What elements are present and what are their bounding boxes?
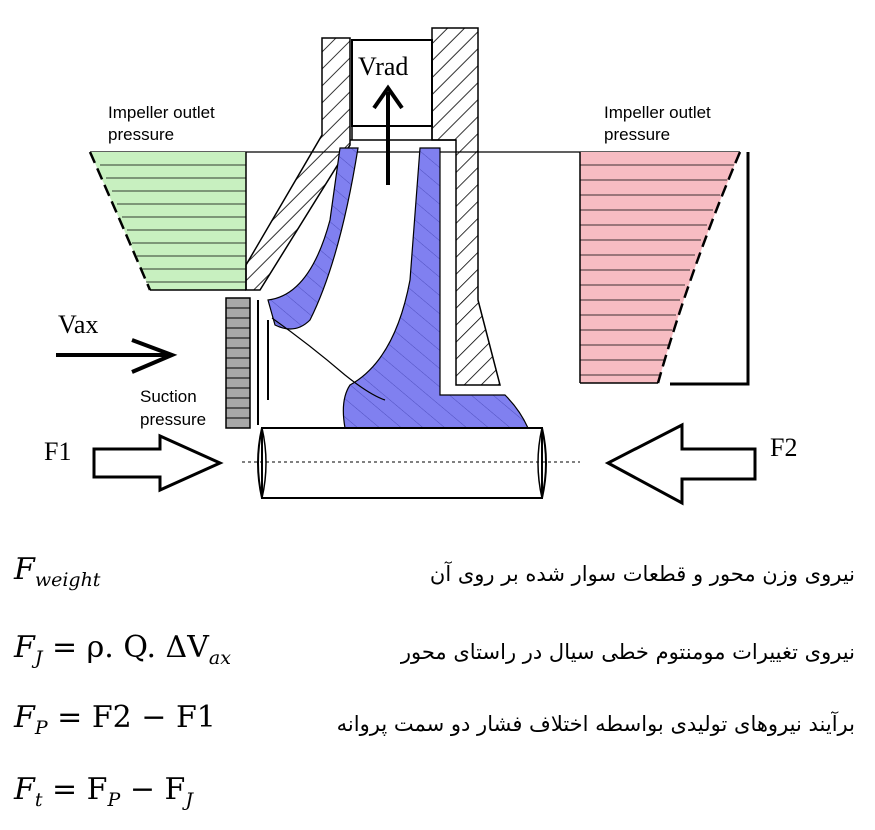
- f2-arrow: [604, 422, 757, 506]
- left-outlet-pressure-distribution: [88, 151, 247, 291]
- vrad-label: Vrad: [358, 52, 408, 81]
- equation-weight: Fweight: [14, 552, 101, 591]
- f2-label: F2: [770, 433, 797, 462]
- description-pressure: برآیند نیروهای تولیدی بواسطه اختلاف فشار…: [336, 712, 855, 736]
- suction-pressure-bar: [225, 297, 269, 429]
- description-weight: نیروی وزن محور و قطعات سوار شده بر روی آ…: [429, 562, 855, 586]
- vax-arrow: [56, 338, 178, 374]
- impeller-blade-curve: [271, 317, 386, 401]
- equation-momentum: FJ = ρ. Q. ΔVax: [14, 630, 231, 669]
- left-outlet-label-line2: pressure: [108, 125, 174, 144]
- suction-label-line2: pressure: [140, 410, 206, 429]
- left-outlet-label-line1: Impeller outlet: [108, 103, 215, 122]
- equation-pressure: FP = F2 − F1: [14, 700, 216, 739]
- f1-arrow: [92, 433, 224, 493]
- pump-force-diagram: Impeller outlet pressure Impeller outlet…: [44, 27, 797, 506]
- outlet-channel: [351, 39, 433, 127]
- f1-label: F1: [44, 437, 71, 466]
- vrad-arrow: [372, 84, 404, 185]
- right-outlet-label-line2: pressure: [604, 125, 670, 144]
- vax-label: Vax: [58, 310, 98, 339]
- impeller-front-shroud: [267, 147, 359, 330]
- casing-right-wall: [431, 27, 501, 386]
- shaft: [242, 427, 580, 499]
- casing-left-wall: [245, 37, 351, 291]
- right-outlet-label-line1: Impeller outlet: [604, 103, 711, 122]
- equation-total: Ft = FP − FJ: [14, 772, 193, 811]
- impeller-hub: [342, 147, 529, 429]
- description-momentum: نیروی تغییرات مومنتوم خطی سیال در راستای…: [400, 640, 855, 664]
- right-outlet-pressure-distribution: [579, 151, 750, 386]
- suction-label-line1: Suction: [140, 387, 197, 406]
